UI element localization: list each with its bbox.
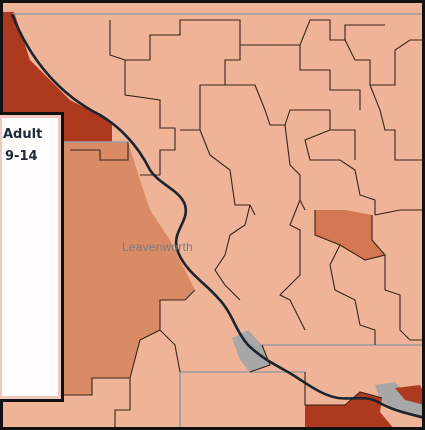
city-label-leavenworth: Leavenworth <box>122 240 193 254</box>
legend-subtitle-fragment: 9-14 <box>5 149 38 164</box>
tract-no-data-2 <box>375 382 425 420</box>
river-line <box>10 13 425 420</box>
legend-panel: Adult 9-14 <box>0 112 64 402</box>
roads <box>12 13 425 430</box>
tract-dark-southeast-1[interactable] <box>305 392 395 430</box>
tract-borders <box>59 19 425 430</box>
tract-no-data-1 <box>232 330 270 372</box>
tract-medium-leavenworth[interactable] <box>60 142 195 395</box>
tract-medium-east[interactable] <box>315 210 385 260</box>
tract-dark-southeast-2[interactable] <box>395 385 425 405</box>
tract-dark-northwest[interactable] <box>0 12 112 142</box>
legend-title-fragment: Adult <box>3 127 43 142</box>
